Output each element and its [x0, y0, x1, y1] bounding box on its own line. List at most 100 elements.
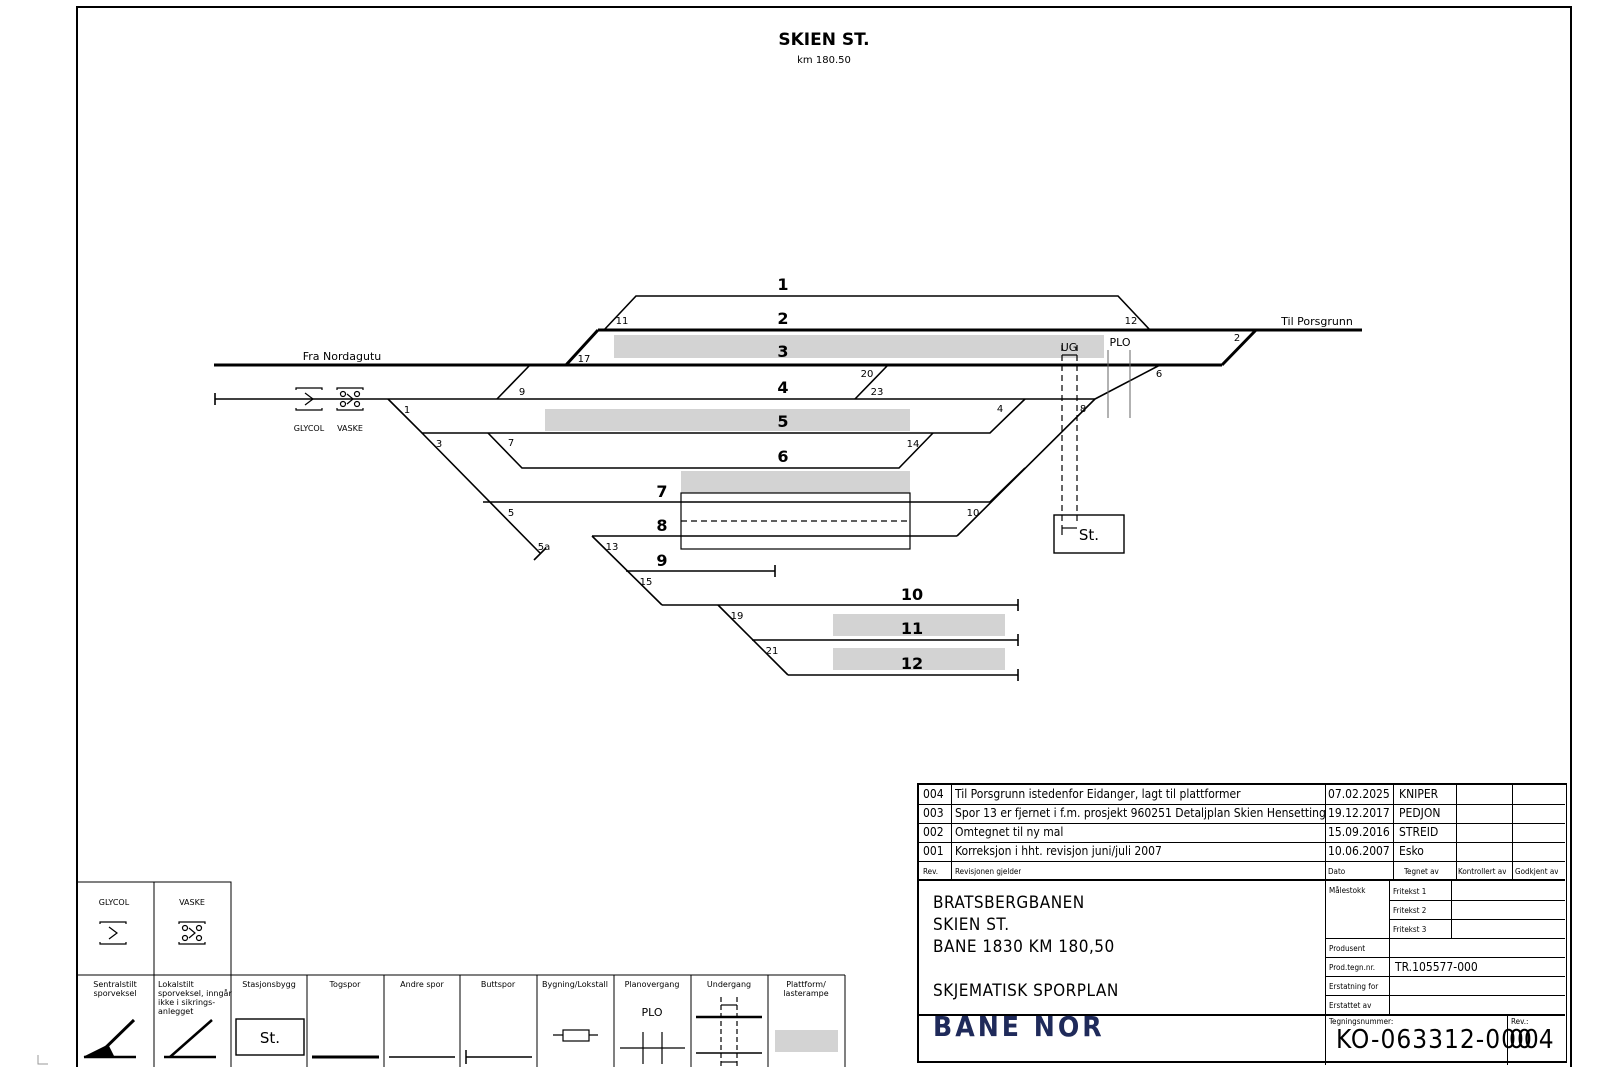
drawing-frame [76, 6, 1572, 1067]
rev-col-sep [1325, 785, 1326, 881]
switch-6-diag2 [1094, 364, 1161, 400]
rev-date: 07.02.2025 [1328, 787, 1390, 801]
rev-number: 003 [923, 806, 944, 820]
switch-label: 8 [1080, 404, 1086, 415]
rev-number: 004 [923, 787, 944, 801]
legend-grid [77, 881, 846, 1067]
track-label-11: 11 [901, 619, 923, 638]
switch-label: 17 [578, 354, 591, 365]
track-label-2: 2 [777, 309, 788, 328]
project-line-1: BRATSBERGBANEN [933, 893, 1085, 913]
rev-drawn-by: PEDJON [1399, 806, 1441, 820]
field-row [1325, 938, 1565, 939]
switch-label: 5a [538, 542, 551, 553]
switch-label: 12 [1125, 316, 1138, 327]
switch-label: 14 [907, 439, 920, 450]
legend-label-building: Bygning/Lokstall [542, 980, 608, 989]
header-approved: Godkjent av [1515, 867, 1559, 876]
switch-8-diag [956, 398, 1096, 537]
switch-20-23-diag [854, 364, 889, 400]
track-label-12: 12 [901, 654, 923, 673]
revision-row: 001 Korreksjon i hht. revisjon juni/juli… [919, 842, 1565, 862]
rev-description: Spor 13 er fjernet i f.m. prosjekt 96025… [955, 806, 1326, 820]
field-row [1325, 957, 1565, 958]
underpass-icon [696, 997, 762, 1067]
station-building-icon-label: St. [260, 1029, 280, 1047]
rev-label: Rev.: [1511, 1017, 1529, 1026]
level-crossing-label: PLO [1109, 336, 1130, 349]
producer-label: Produsent [1329, 944, 1366, 953]
replaces-label: Erstatning for [1329, 982, 1379, 991]
direction-left: Fra Nordagutu [303, 350, 382, 363]
header-desc: Revisjonen gjelder [955, 867, 1022, 876]
dead-end-track-icon [465, 1050, 532, 1064]
rev-description: Korreksjon i hht. revisjon juni/juli 200… [955, 844, 1162, 858]
legend-label-platform: Plattform/lasterampe [783, 980, 828, 998]
rev-col-sep [1512, 785, 1513, 881]
underpass-ug [1061, 345, 1078, 535]
field-sep [1451, 881, 1452, 938]
building-icon [553, 1029, 598, 1042]
project-line-2: SKIEN ST. [933, 915, 1010, 935]
rev-col-sep [951, 785, 952, 881]
legend-label-level-crossing: Planovergang [625, 980, 680, 989]
drawing-title: SKJEMATISK SPORPLAN [933, 981, 1119, 1001]
rev-value: 004 [1509, 1025, 1554, 1055]
revision-row: 003 Spor 13 er fjernet i f.m. prosjekt 9… [919, 804, 1565, 824]
direction-right: Til Porsgrunn [1280, 315, 1353, 328]
station-building-label: St. [1079, 526, 1099, 544]
glycol-label: GLYCOL [294, 424, 325, 433]
track-numbers: 1 2 3 4 5 6 7 8 9 10 11 12 [656, 275, 923, 673]
field-row [1325, 976, 1565, 977]
field-sep [1325, 881, 1326, 1063]
track-5a-buffer [533, 547, 547, 561]
revision-header-row: Rev. Revisjonen gjelder Dato Tegnet av K… [919, 861, 1565, 881]
legend-glycol-label: GLYCOL [99, 898, 130, 907]
switch-label: 1 [404, 405, 410, 416]
field-sep [1325, 1014, 1326, 1065]
platform-icon [775, 1030, 838, 1052]
vaske-label: VASKE [337, 424, 363, 433]
legend-label-dead-end: Buttspor [481, 980, 516, 989]
rev-date: 19.12.2017 [1328, 806, 1390, 820]
track-label-6: 6 [777, 447, 788, 466]
field-sep [1507, 1014, 1508, 1065]
switch-label: 19 [731, 611, 744, 622]
scale-label: Målestokk [1329, 886, 1366, 895]
vaske-icon [178, 921, 206, 945]
rev-col-sep [1456, 785, 1457, 881]
replaced-by-label: Erstattet av [1329, 1001, 1372, 1010]
bane-nor-logo: BANE NOR [933, 1010, 1105, 1043]
switch-label: 20 [861, 369, 874, 380]
free-text-2: Fritekst 2 [1393, 906, 1427, 915]
title-block: 004 Til Porsgrunn istedenfor Eidanger, l… [917, 783, 1567, 1065]
field-sep [1389, 881, 1390, 938]
switch-label: 15 [640, 577, 653, 588]
header-checked: Kontrollert av [1458, 867, 1507, 876]
rev-drawn-by: Esko [1399, 844, 1424, 858]
platform-5 [545, 409, 910, 431]
corner-mark [37, 1055, 48, 1065]
drawing-no-label: Tegningsnummer: [1329, 1017, 1394, 1026]
legend-vaske-label: VASKE [179, 898, 205, 907]
main-tracks [214, 328, 1362, 367]
switch-label: 4 [997, 404, 1003, 415]
revision-row: 002 Omtegnet til ny mal 15.09.2016 STREI… [919, 823, 1565, 843]
free-text-1: Fritekst 1 [1393, 887, 1427, 896]
rev-col-sep [1393, 785, 1394, 881]
platform-11 [833, 614, 1005, 636]
switch-label: 9 [519, 387, 525, 398]
drawing-number: KO-063312-000 [1336, 1025, 1533, 1055]
switch-label: 5 [508, 508, 514, 519]
rev-description: Til Porsgrunn istedenfor Eidanger, lagt … [955, 787, 1241, 801]
other-tracks [214, 295, 1190, 681]
legend-label-train-track: Togspor [329, 980, 362, 989]
diagram-subtitle: km 180.50 [797, 55, 851, 66]
track-label-5: 5 [777, 412, 788, 431]
glycol-icon [295, 387, 323, 411]
track-1 [603, 295, 1151, 331]
switch-label: 2 [1234, 333, 1240, 344]
switch-2-diag [1220, 328, 1258, 367]
track-label-10: 10 [901, 585, 923, 604]
